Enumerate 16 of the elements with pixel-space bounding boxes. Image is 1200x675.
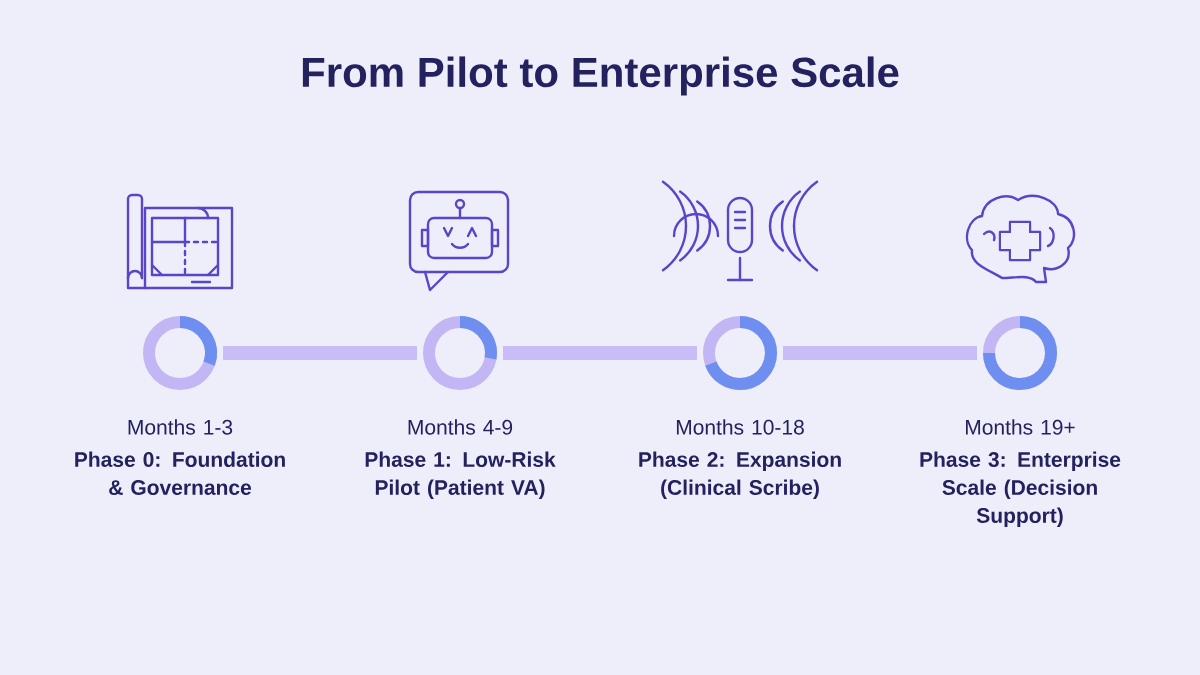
progress-ring <box>423 316 497 390</box>
title: From Pilot to Enterprise Scale <box>302 56 899 96</box>
phase-label: Phase 0: Foundation & Governance <box>75 451 285 495</box>
phase-label: Phase 2: Expansion (Clinical Scribe) <box>639 451 841 500</box>
connector-bar <box>223 346 417 360</box>
phase-label: Phase 3: Enterprise Scale (Decision Support) <box>920 451 1121 528</box>
connector-bar <box>503 346 697 360</box>
period-label: Months 4-9 <box>408 419 513 435</box>
progress-ring <box>983 316 1057 390</box>
phase-label: Phase 1: Low-Risk Pilot (Patient VA) <box>365 451 556 500</box>
progress-ring <box>143 316 217 390</box>
progress-ring <box>703 316 777 390</box>
period-label: Months 1-3 <box>128 419 233 435</box>
connector-bar <box>783 346 977 360</box>
period-label: Months 10-18 <box>676 419 804 435</box>
period-label: Months 19+ <box>966 419 1075 435</box>
